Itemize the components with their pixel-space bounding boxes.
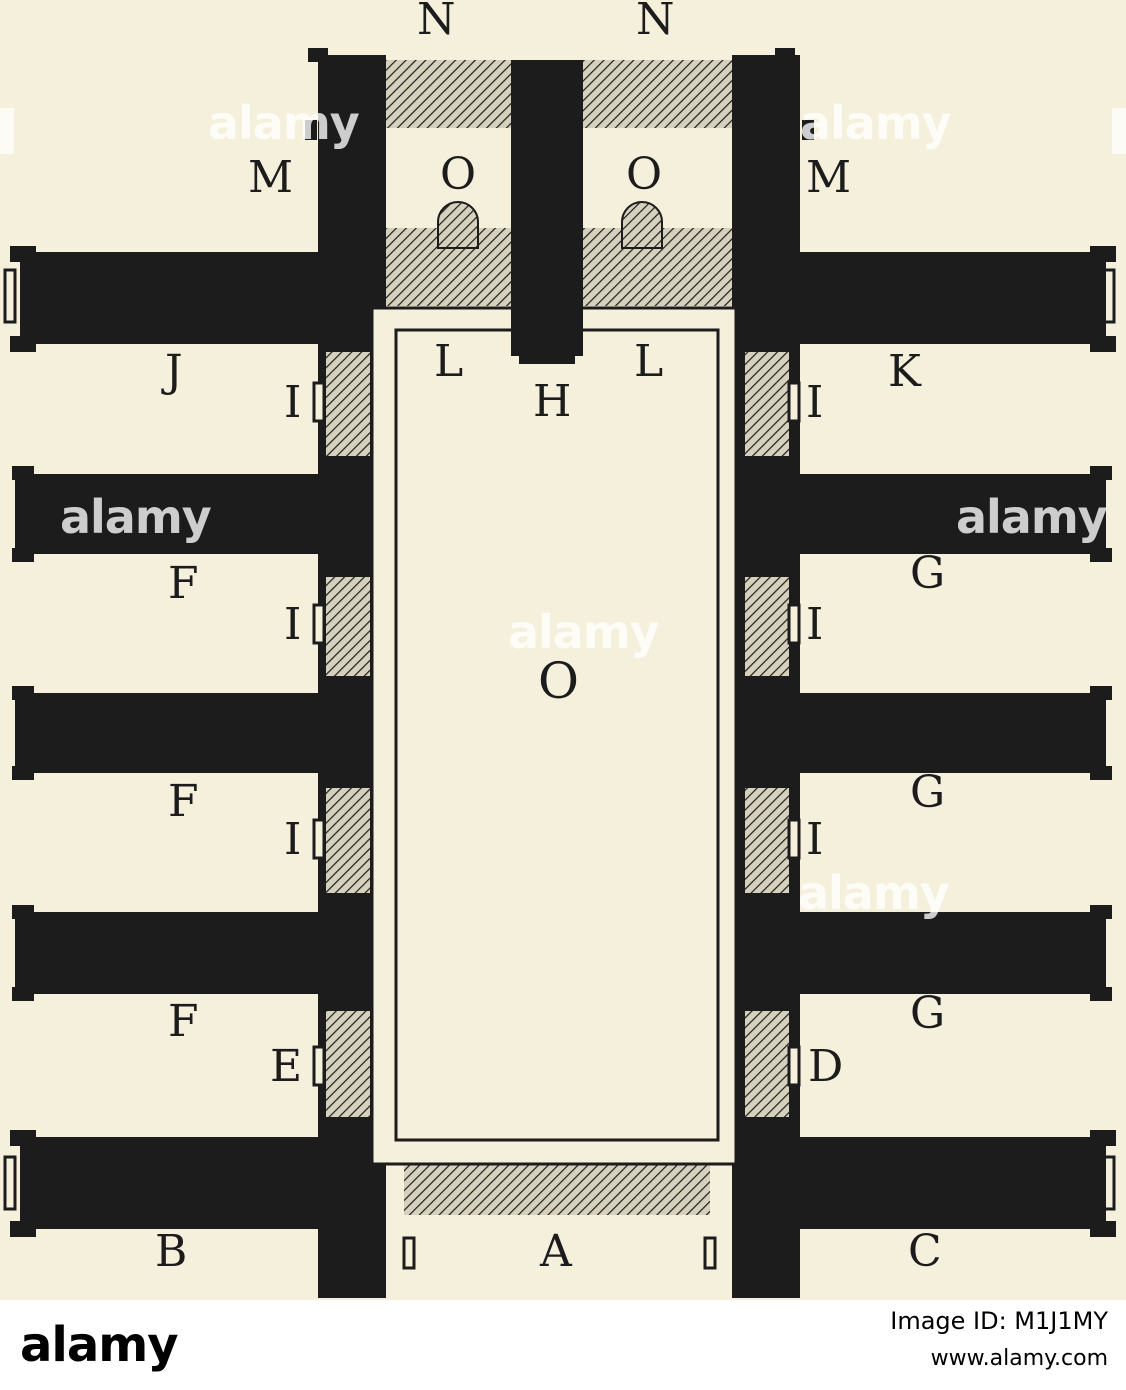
label-h: H [533, 376, 572, 427]
label-m-left: M [248, 152, 294, 203]
hall-outer [370, 306, 738, 1166]
wing-g-2 [786, 693, 1106, 773]
watermark-logo: alamy [956, 490, 1108, 544]
label-g-1: G [910, 548, 946, 599]
label-m-right: M [806, 152, 852, 203]
footer-url-link[interactable]: www.alamy.com [930, 1346, 1108, 1371]
wing-j [20, 252, 340, 344]
label-i-left-1: I [284, 377, 302, 428]
label-d: D [808, 1041, 844, 1092]
wing-g-3 [786, 912, 1106, 994]
label-o-left: O [440, 149, 477, 200]
stove-left [437, 201, 479, 249]
door-j [3, 268, 17, 324]
label-f-1: F [168, 558, 199, 609]
label-n-right: N [636, 0, 675, 45]
label-e: E [270, 1041, 303, 1092]
label-l-right: L [634, 336, 664, 387]
label-c: C [908, 1226, 942, 1277]
label-b: B [155, 1226, 188, 1277]
label-j: J [165, 346, 183, 397]
alamy-logo-icon[interactable]: alamy [20, 1317, 179, 1373]
watermark-logo: alamy [800, 96, 952, 150]
watermark-logo: alamy [508, 605, 660, 659]
label-k: K [888, 346, 921, 397]
label-i-right-2: I [806, 599, 824, 650]
label-i-left-3: I [284, 814, 302, 865]
label-i-left-2: I [284, 599, 302, 650]
watermark-logo: alamy [798, 866, 950, 920]
label-f-2: F [168, 776, 199, 827]
door-k [1102, 268, 1116, 324]
watermark-edge-left [0, 108, 14, 154]
floor-plan-diagram [0, 0, 1126, 1300]
label-g-3: G [910, 988, 946, 1039]
wing-f-1 [15, 474, 335, 554]
central-hall [370, 306, 738, 1166]
central-spine [511, 60, 583, 356]
wing-f-2 [15, 693, 335, 773]
wing-f-3 [15, 912, 335, 994]
label-a: A [540, 1226, 572, 1277]
wing-c [786, 1137, 1106, 1229]
wing-k [786, 252, 1106, 344]
watermark-logo: alamy [60, 490, 212, 544]
label-n-left: N [417, 0, 456, 45]
wing-g-1 [786, 474, 1106, 554]
label-g-2: G [910, 767, 946, 818]
watermark-logo: alamy [208, 96, 360, 150]
left-wings [3, 246, 340, 1237]
door-c [1102, 1155, 1116, 1211]
stock-footer: alamy Image ID: M1J1MY www.alamy.com [0, 1300, 1126, 1390]
south-wall [404, 1165, 710, 1215]
right-wings [786, 246, 1116, 1237]
label-l-left: L [434, 336, 464, 387]
label-o-right: O [626, 149, 663, 200]
label-f-3: F [168, 996, 199, 1047]
label-i-right-1: I [806, 377, 824, 428]
wing-b [20, 1137, 340, 1229]
label-o-center: O [538, 652, 579, 710]
side-doors [305, 120, 814, 1270]
door-b [3, 1155, 17, 1211]
stove-right [621, 201, 663, 249]
image-id: Image ID: M1J1MY [890, 1307, 1108, 1335]
label-i-right-3: I [806, 814, 824, 865]
watermark-edge-right [1112, 108, 1126, 154]
